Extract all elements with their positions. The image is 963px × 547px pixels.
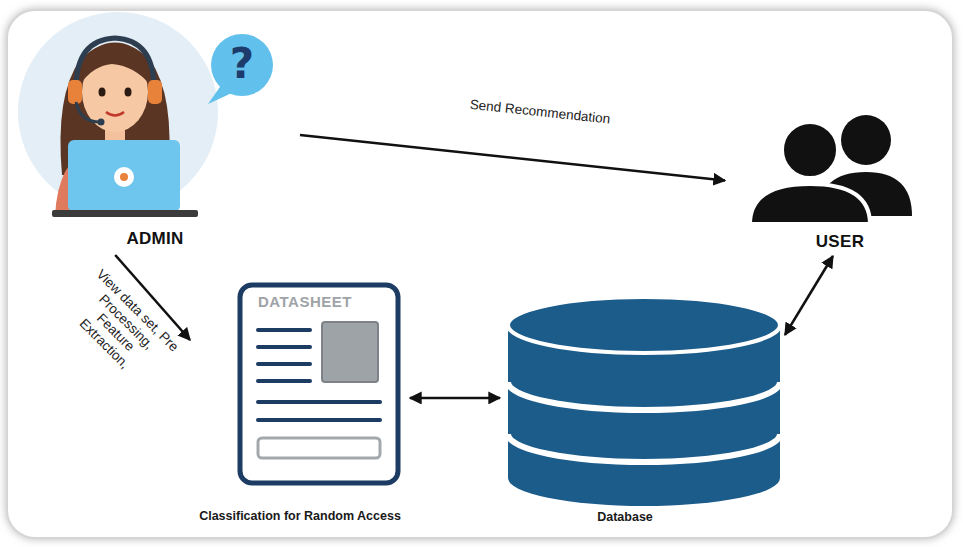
datasheet-icon xyxy=(240,285,398,483)
microphone xyxy=(76,102,100,122)
bubble xyxy=(211,34,273,96)
node-box: Database xyxy=(500,295,785,530)
sheet-outline xyxy=(240,285,398,483)
laptop-logo-dot xyxy=(120,173,128,181)
node-box: ADMIN xyxy=(20,5,300,255)
mouth xyxy=(106,112,124,116)
node-caption: Classification for Random Access xyxy=(199,509,401,523)
cylinder-top xyxy=(508,297,780,353)
database-cylinder xyxy=(508,297,780,506)
eye xyxy=(99,88,106,97)
microphone-tip xyxy=(98,119,105,126)
ear-cup xyxy=(68,80,82,104)
node-box: USER xyxy=(725,110,915,256)
person-head xyxy=(782,122,838,178)
edge-label: Send Recommendation xyxy=(469,97,611,127)
admin-figure xyxy=(18,12,218,217)
node-title: ADMIN xyxy=(126,229,183,249)
cylinder-band xyxy=(508,382,780,410)
node-title: USER xyxy=(816,232,864,252)
arrow-connector xyxy=(410,397,500,400)
cylinder-band xyxy=(508,434,780,462)
sheet-field xyxy=(258,438,380,458)
ear-cup xyxy=(148,80,162,104)
laptop-base xyxy=(52,210,198,217)
bangs xyxy=(80,48,150,85)
arrow-connector xyxy=(785,256,833,335)
person-body xyxy=(750,184,870,224)
person-head xyxy=(841,115,891,165)
sheet-photo xyxy=(322,322,378,382)
question-mark: ? xyxy=(230,39,254,88)
speech-bubble xyxy=(208,34,273,104)
laptop-screen xyxy=(68,140,180,212)
eye xyxy=(125,88,132,97)
arrow-connector xyxy=(300,135,725,181)
node-box: DATASHEET Classification for Random Acces… xyxy=(190,280,410,530)
user-icon xyxy=(750,115,912,224)
laptop-logo xyxy=(114,167,134,187)
edge-label: View data set, Pre Processing, Feature E… xyxy=(59,265,182,388)
headset-band xyxy=(76,38,154,88)
panel xyxy=(7,10,953,538)
admin-backdrop xyxy=(18,12,218,212)
sheet-heading: DATASHEET xyxy=(258,293,352,310)
node-caption: Database xyxy=(597,510,653,524)
